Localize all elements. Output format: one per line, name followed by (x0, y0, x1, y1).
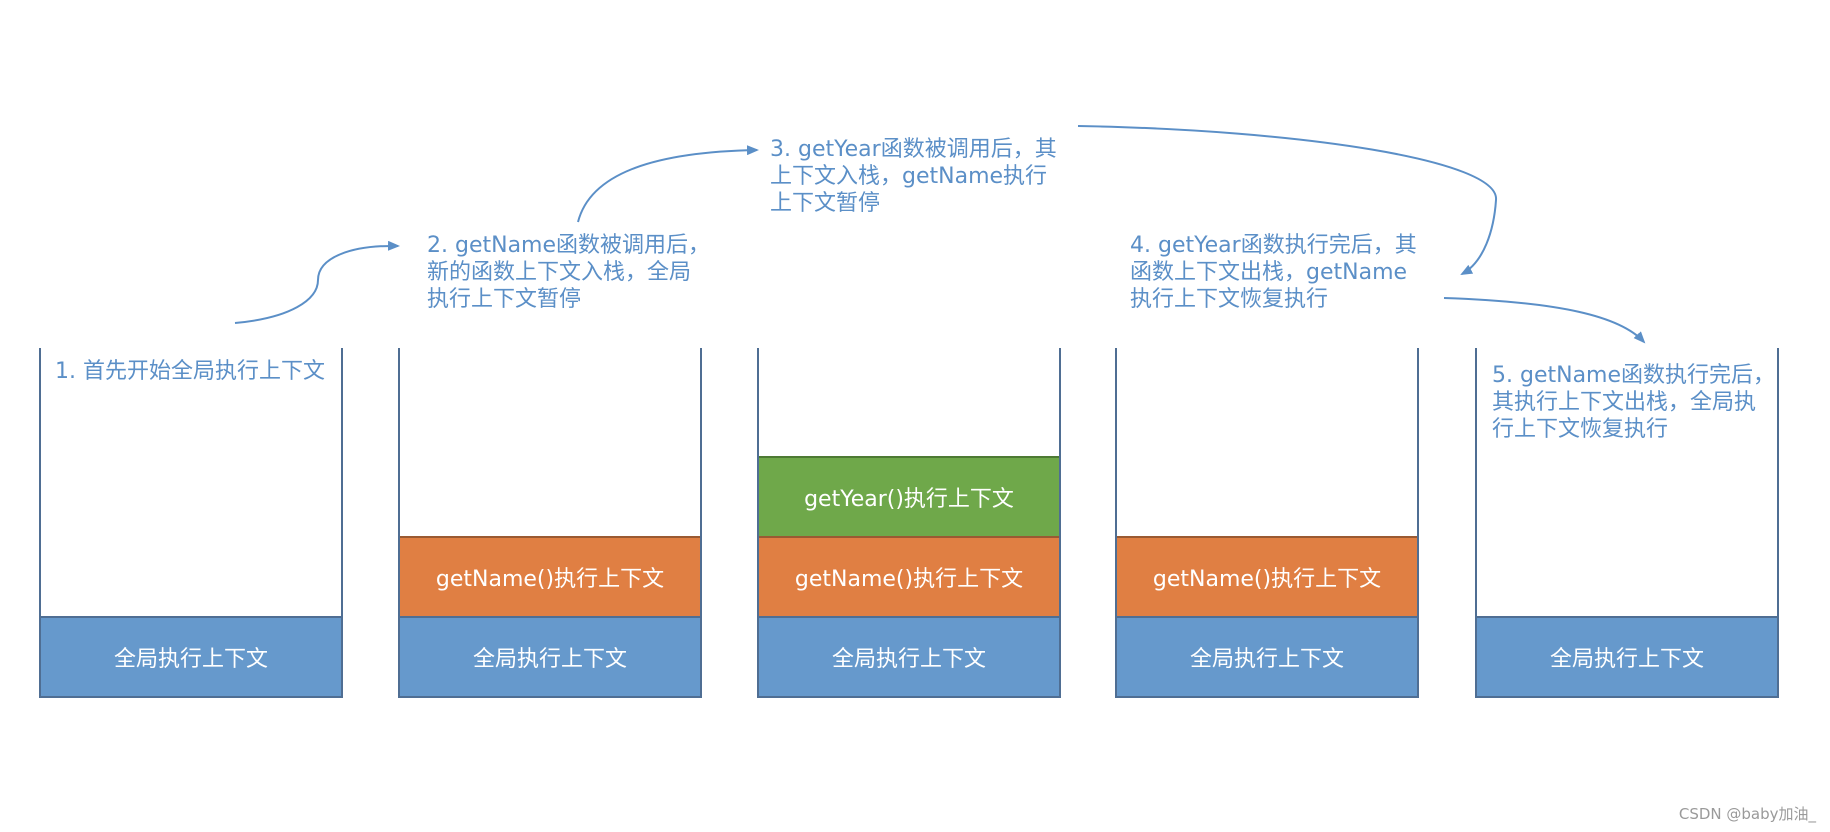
getname-context-label: getName()执行上下文 (435, 567, 665, 592)
getyear-context-frame: getYear()执行上下文 (759, 456, 1059, 536)
global-context-label: 全局执行上下文 (472, 647, 627, 672)
arrow-step1-to-step2 (234, 240, 400, 324)
step1-note: 1. 首先开始全局执行上下文 (55, 359, 325, 384)
global-context-label: 全局执行上下文 (1549, 647, 1704, 672)
call-stack-2: getName()执行上下文 全局执行上下文 (398, 348, 702, 698)
call-stack-4: getName()执行上下文 全局执行上下文 (1115, 348, 1419, 698)
step3-note: 3. getYear函数被调用后，其 上下文入栈，getName执行 上下文暂停 (770, 137, 1057, 216)
getyear-context-label: getYear()执行上下文 (804, 487, 1014, 512)
global-context-label: 全局执行上下文 (1189, 647, 1344, 672)
call-stack-1: 全局执行上下文 (39, 348, 343, 698)
global-context-frame: 全局执行上下文 (41, 616, 341, 696)
getname-context-label: getName()执行上下文 (794, 567, 1024, 592)
arrow-step2-to-step3 (577, 145, 759, 223)
getname-context-frame: getName()执行上下文 (400, 536, 700, 616)
call-stack-5: 全局执行上下文 (1475, 348, 1779, 698)
step2-note: 2. getName函数被调用后， 新的函数上下文入栈，全局 执行上下文暂停 (427, 233, 711, 312)
global-context-frame: 全局执行上下文 (400, 616, 700, 696)
global-context-frame: 全局执行上下文 (759, 616, 1059, 696)
global-context-frame: 全局执行上下文 (1477, 616, 1777, 696)
step5-note: 5. getName函数执行完后， 其执行上下文出栈，全局执 行上下文恢复执行 (1492, 363, 1776, 442)
step4-note: 4. getYear函数执行完后，其 函数上下文出栈，getName 执行上下文… (1130, 233, 1417, 312)
getname-context-label: getName()执行上下文 (1152, 567, 1382, 592)
arrow-step4-to-step5 (1443, 297, 1646, 344)
getname-context-frame: getName()执行上下文 (759, 536, 1059, 616)
call-stack-3: getYear()执行上下文 getName()执行上下文 全局执行上下文 (757, 348, 1061, 698)
global-context-label: 全局执行上下文 (831, 647, 986, 672)
global-context-label: 全局执行上下文 (113, 647, 268, 672)
getname-context-frame: getName()执行上下文 (1117, 536, 1417, 616)
watermark: CSDN @baby加油_ (1678, 805, 1816, 823)
global-context-frame: 全局执行上下文 (1117, 616, 1417, 696)
